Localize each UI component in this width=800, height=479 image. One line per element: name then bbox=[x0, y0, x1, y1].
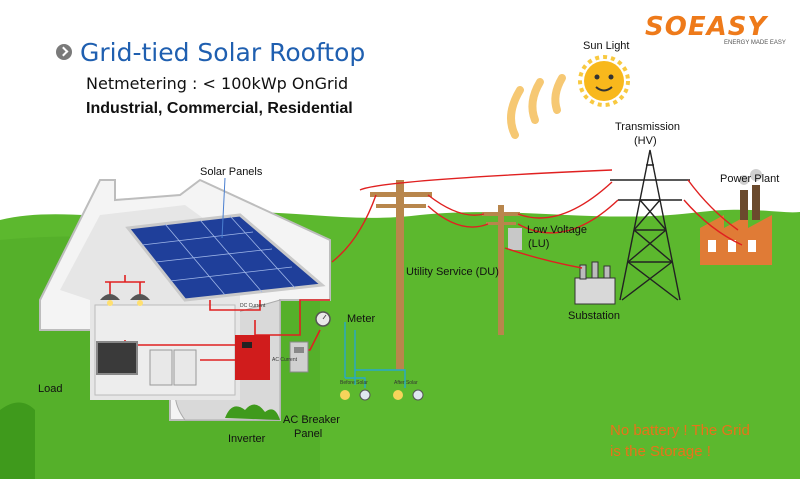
transmission-tower-icon bbox=[610, 149, 690, 301]
bushes bbox=[0, 402, 280, 479]
label-utility-service: Utility Service (DU) bbox=[406, 266, 499, 278]
diagram-subtitle: Netmetering : < 100kWp OnGrid bbox=[86, 74, 349, 93]
power-plant-icon bbox=[700, 169, 772, 265]
label-inverter: Inverter bbox=[228, 433, 266, 445]
label-transmission-hv: (HV) bbox=[634, 135, 657, 147]
label-dc-current: DC Current bbox=[240, 303, 266, 309]
label-meter: Meter bbox=[347, 313, 376, 325]
meter-icon bbox=[315, 311, 331, 327]
label-transmission: Transmission bbox=[615, 121, 680, 133]
breaker-panel-icon bbox=[289, 341, 309, 373]
diagram-segments: Industrial, Commercial, Residential bbox=[86, 100, 353, 117]
label-low-voltage-lu: (LU) bbox=[528, 238, 550, 250]
storage-note: No battery ! The Grid is the Storage ! bbox=[610, 420, 750, 462]
utility-pole-icon bbox=[370, 180, 522, 370]
label-solar-panels: Solar Panels bbox=[200, 166, 263, 178]
lamp-icon bbox=[100, 294, 150, 306]
inverter-icon bbox=[235, 335, 270, 380]
label-ac-breaker: AC Breaker bbox=[283, 414, 340, 426]
washer-icon bbox=[149, 349, 197, 386]
after-solar-face bbox=[393, 390, 403, 400]
label-ac-current: AC Current bbox=[272, 357, 298, 363]
diagram-title: Grid-tied Solar Rooftop bbox=[80, 38, 366, 67]
label-load: Load bbox=[38, 383, 63, 395]
brand-logo: SOEASY bbox=[645, 12, 768, 42]
storage-note-line2: is the Storage ! bbox=[610, 443, 711, 460]
label-after-solar: After Solar bbox=[394, 380, 418, 386]
label-power-plant: Power Plant bbox=[720, 173, 780, 185]
label-low-voltage: Low Voltage bbox=[527, 224, 587, 236]
solar-panel-icon bbox=[125, 213, 326, 302]
storage-note-line1: No battery ! The Grid bbox=[610, 422, 750, 439]
label-ac-breaker-panel: Panel bbox=[294, 428, 323, 440]
tv-icon bbox=[96, 341, 138, 375]
power-lines bbox=[331, 169, 743, 269]
sun-icon bbox=[507, 74, 566, 139]
label-before-solar: Before Solar bbox=[340, 380, 368, 386]
substation-icon bbox=[574, 261, 616, 305]
chevron-right-icon bbox=[56, 44, 72, 60]
solar-panels-pointer bbox=[221, 177, 226, 239]
before-solar-face bbox=[340, 390, 350, 400]
meter-lines bbox=[344, 322, 406, 388]
sun-face bbox=[584, 61, 624, 101]
label-substation: Substation bbox=[568, 310, 620, 322]
brand-tagline: ENERGY MADE EASY bbox=[724, 40, 786, 46]
label-sun-light: Sun Light bbox=[583, 40, 630, 52]
